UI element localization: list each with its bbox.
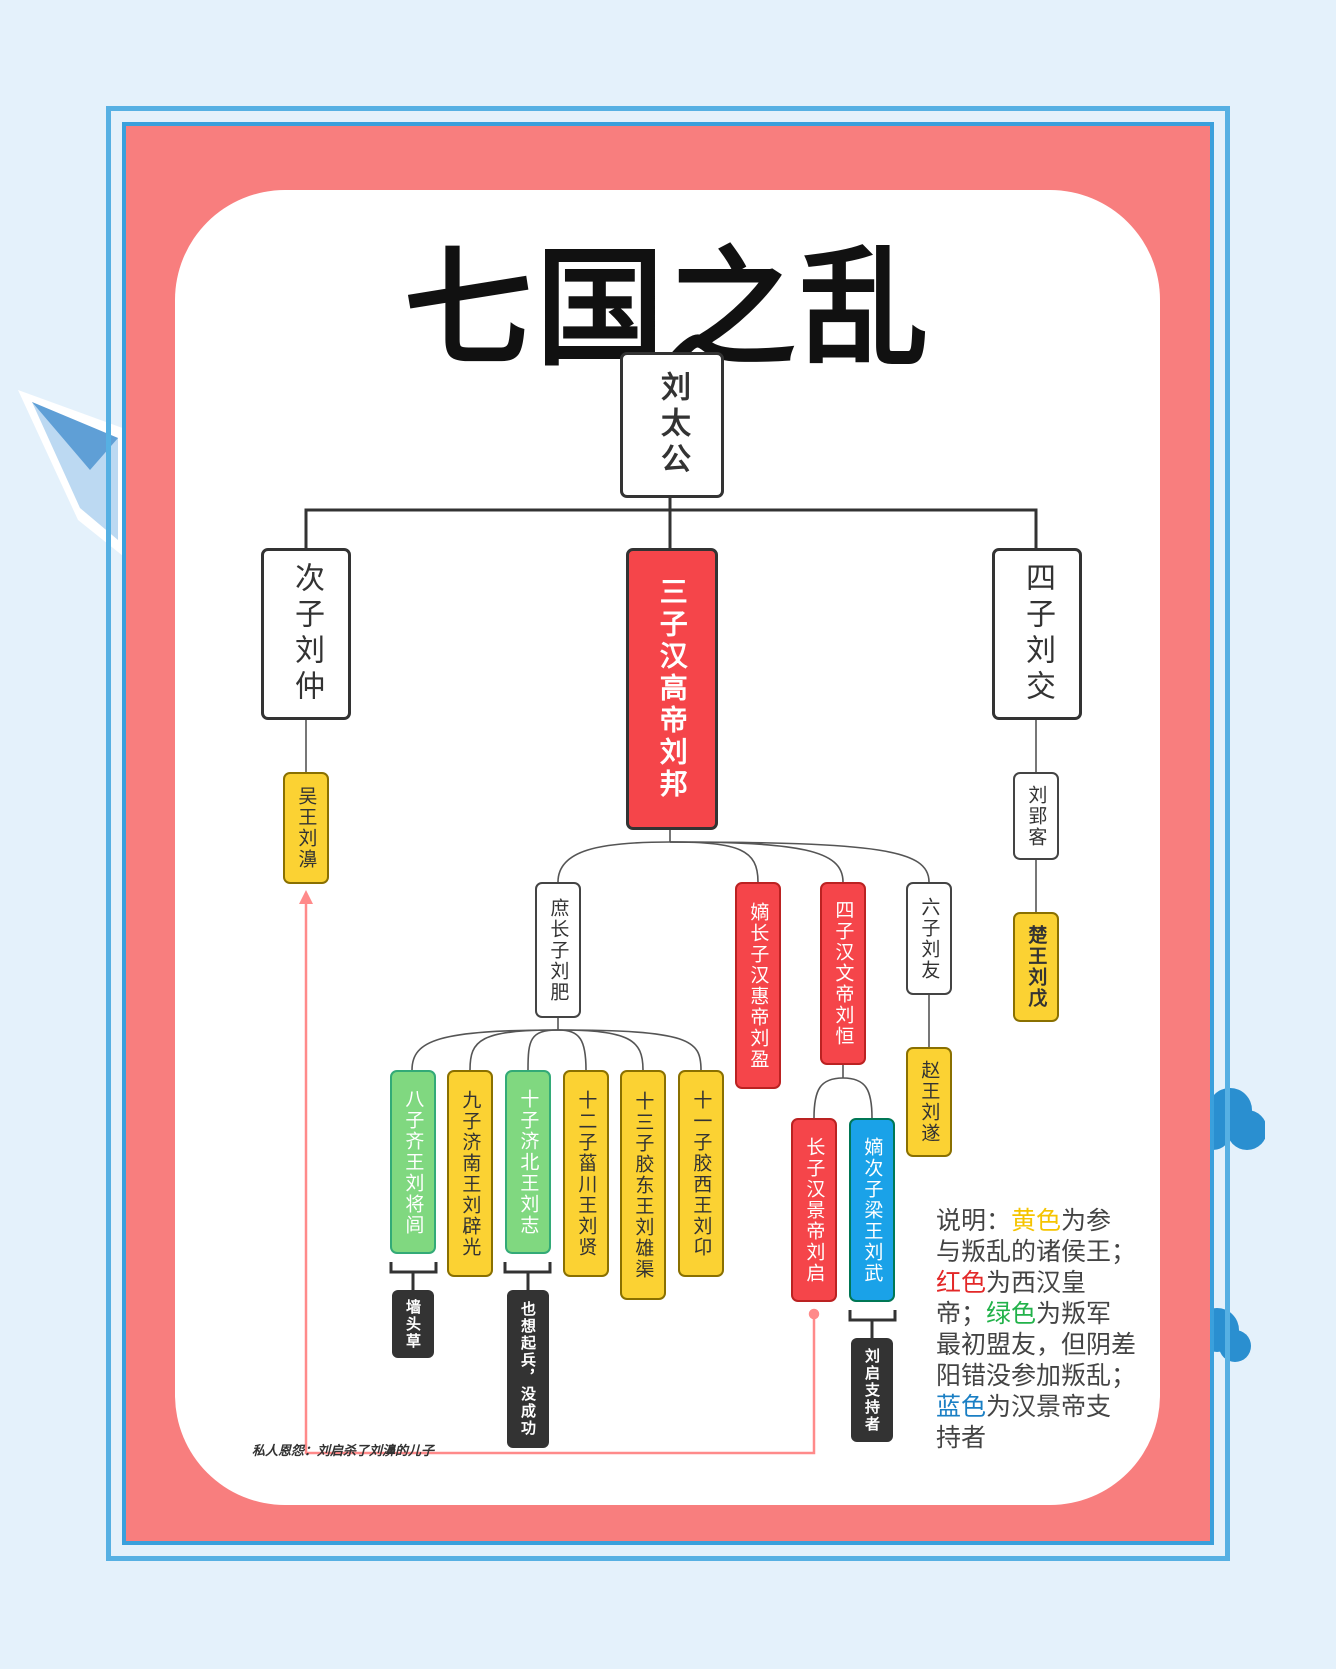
- node-liu-ang: 十一子胶西王刘卬: [678, 1070, 724, 1277]
- paper-plane-decoration: [18, 390, 128, 560]
- legend-green-desc: 为叛军最初盟友，但阴差阳错没参加叛乱；: [936, 1299, 1137, 1390]
- node-liu-bang: 三子汉高帝刘邦: [626, 548, 718, 830]
- node-liu-you: 六子刘友: [906, 882, 952, 995]
- node-liu-fei: 庶长子刘肥: [535, 882, 581, 1018]
- node-liu-piguang: 九子济南王刘辟光: [447, 1070, 493, 1277]
- node-liu-yingke: 刘郢客: [1013, 772, 1059, 860]
- outer-frame: [106, 106, 1230, 1561]
- node-liu-jiao: 四子刘交: [992, 548, 1082, 720]
- node-liu-wu-liang: 嫡次子梁王刘武: [849, 1118, 895, 1302]
- tag-wanted-rebel: 也想起兵，没成功: [507, 1290, 549, 1448]
- tag-supporter: 刘启支持者: [851, 1338, 893, 1442]
- node-liu-bi: 吴王刘濞: [283, 772, 329, 884]
- node-liu-qi: 长子汉景帝刘启: [791, 1118, 837, 1302]
- node-liu-jianglu: 八子齐王刘将闾: [390, 1070, 436, 1254]
- node-liu-sui: 赵王刘遂: [906, 1047, 952, 1157]
- node-liu-wu-chu: 楚王刘戊: [1013, 912, 1059, 1022]
- node-liu-xiongqu: 十三子胶东王刘雄渠: [620, 1070, 666, 1300]
- node-liu-ying: 嫡长子汉惠帝刘盈: [735, 882, 781, 1089]
- node-liu-zhong: 次子刘仲: [261, 548, 351, 720]
- legend-note: 说明：黄色为参与叛乱的诸侯王；红色为西汉皇帝；绿色为叛军最初盟友，但阴差阳错没参…: [936, 1205, 1136, 1453]
- legend-yellow-desc: 为参与叛乱的诸侯王；: [936, 1206, 1137, 1266]
- legend-green-word: 绿色: [986, 1299, 1037, 1328]
- flower-decoration: [1195, 1088, 1265, 1150]
- legend-red-desc: 为西汉皇帝；: [936, 1268, 1087, 1328]
- legend-blue-word: 蓝色: [936, 1392, 987, 1421]
- node-liu-heng: 四子汉文帝刘恒: [820, 882, 866, 1065]
- node-liu-xian: 十二子菑川王刘贤: [563, 1070, 609, 1277]
- node-liu-zhi: 十子济北王刘志: [505, 1070, 551, 1254]
- node-liu-taigong: 刘太公: [620, 352, 724, 498]
- legend-prefix: 说明：: [936, 1206, 1012, 1235]
- grudge-label: 私人恩怨：刘启杀了刘濞的儿子: [252, 1444, 435, 1459]
- tag-fence-sitter: 墙头草: [392, 1290, 434, 1358]
- legend-blue-desc: 为汉景帝支持者: [936, 1392, 1112, 1452]
- legend-red-word: 红色: [936, 1268, 987, 1297]
- legend-yellow-word: 黄色: [1011, 1206, 1062, 1235]
